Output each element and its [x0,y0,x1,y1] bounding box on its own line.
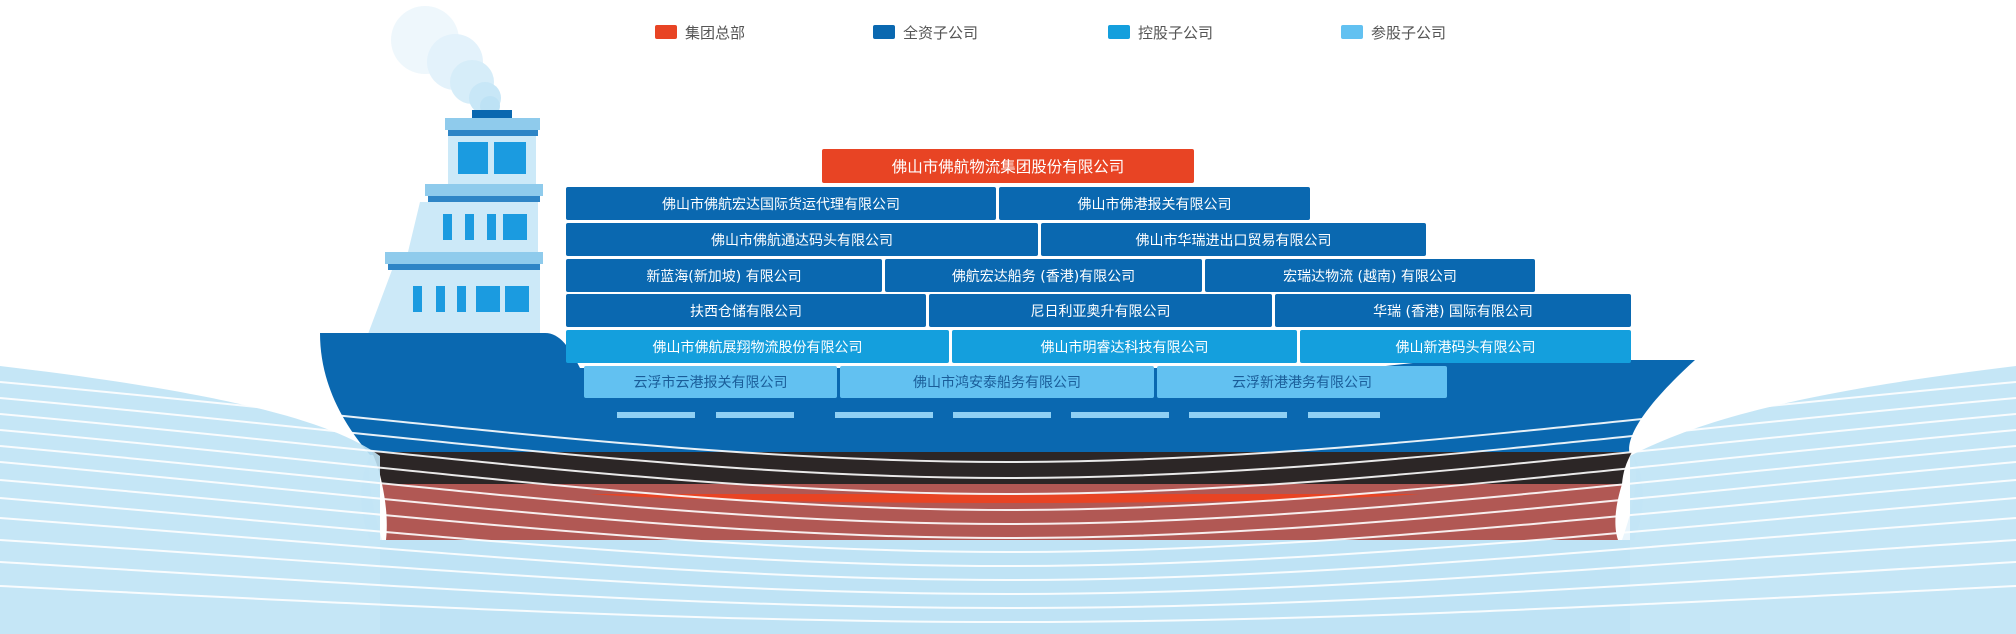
org-node-headquarters: 佛山市佛航物流集团股份有限公司 [822,149,1194,183]
org-node-wholly-owned: 佛山市佛港报关有限公司 [999,187,1310,220]
org-node-wholly-owned: 宏瑞达物流 (越南) 有限公司 [1205,259,1535,292]
org-node-wholly-owned: 佛山市佛航宏达国际货运代理有限公司 [566,187,996,220]
legend-label: 参股子公司 [1371,23,1447,42]
legend-item-wholly-owned: 全资子公司 [873,22,978,42]
org-node-wholly-owned: 佛山市华瑞进出口贸易有限公司 [1041,223,1426,256]
bridge-tower [368,110,543,334]
org-node-wholly-owned: 新蓝海(新加坡) 有限公司 [566,259,882,292]
org-node-wholly-owned: 佛航宏达船务 (香港)有限公司 [885,259,1202,292]
legend-swatch [655,25,677,39]
legend-label: 集团总部 [685,23,746,42]
org-node-wholly-owned: 佛山市佛航通达码头有限公司 [566,223,1038,256]
org-node-holding: 佛山新港码头有限公司 [1300,330,1631,363]
deck-rail [617,412,1380,418]
legend-item-associate: 参股子公司 [1341,22,1446,42]
org-node-associate: 佛山市鸿安泰船务有限公司 [840,366,1154,398]
legend-swatch [1108,25,1130,39]
legend-item-hq: 集团总部 [655,22,745,42]
org-node-wholly-owned: 扶西仓储有限公司 [566,294,926,327]
org-node-associate: 云浮新港港务有限公司 [1157,366,1447,398]
org-node-holding: 佛山市明睿达科技有限公司 [952,330,1297,363]
smoke-icon [391,6,501,116]
legend-swatch [873,25,895,39]
ship-hull [320,333,1695,540]
legend-swatch [1341,25,1363,39]
legend-label: 控股子公司 [1138,23,1214,42]
org-node-holding: 佛山市佛航展翔物流股份有限公司 [566,330,949,363]
org-node-wholly-owned: 尼日利亚奥升有限公司 [929,294,1272,327]
legend-item-holding: 控股子公司 [1108,22,1213,42]
org-node-associate: 云浮市云港报关有限公司 [584,366,837,398]
legend-label: 全资子公司 [903,23,979,42]
org-node-wholly-owned: 华瑞 (香港) 国际有限公司 [1275,294,1631,327]
sea [0,366,2016,634]
